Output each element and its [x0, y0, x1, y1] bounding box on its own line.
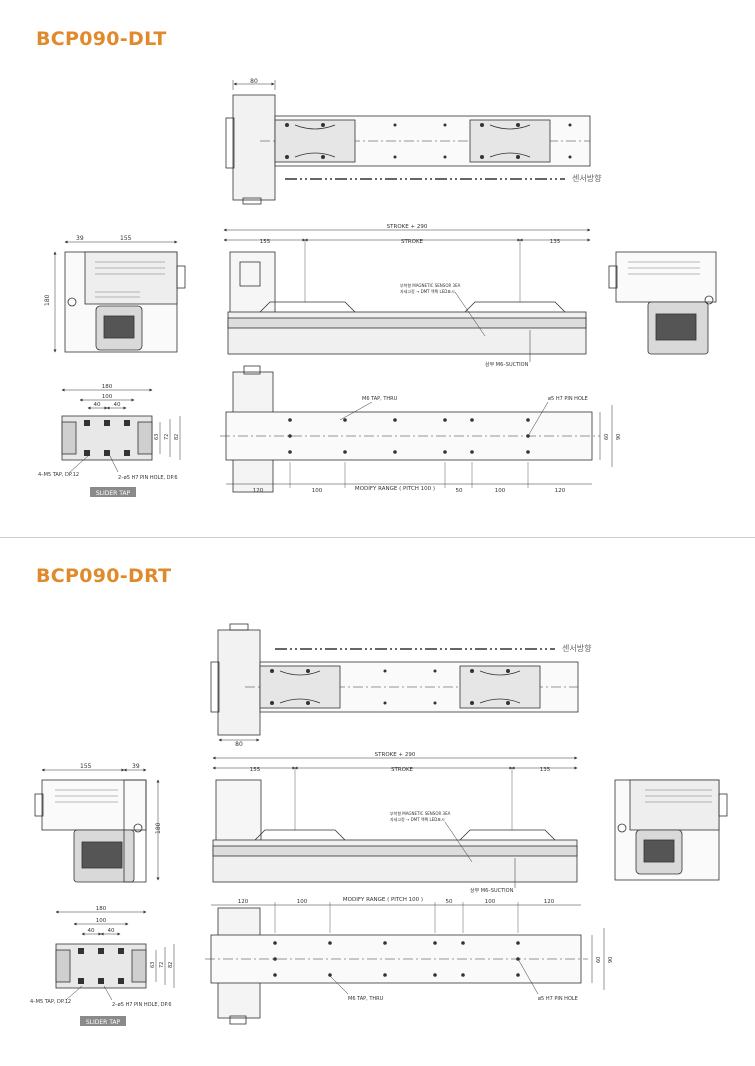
drt-side-view-left: [34, 768, 160, 883]
drt-base-view: [205, 902, 605, 1025]
drt-slider-dim-h3: 82: [168, 962, 174, 968]
dlt-base-holes: [288, 418, 530, 454]
dlt-note-sensor-2: 자세고정 → DMT 맥팩 LED표시: [400, 288, 455, 294]
dlt-base-dim-h2: 90: [616, 434, 622, 440]
drt-dim-stroke: STROKE: [391, 767, 414, 773]
dlt-side-right-vent-lines: [628, 261, 700, 275]
drt-note-sensor-2: 자세고정 → DMT 맥팩 LED표시: [390, 816, 445, 822]
dlt-top-view: [225, 80, 591, 205]
dlt-slider-badge-bg: [90, 487, 136, 497]
section-divider: [0, 537, 755, 538]
dlt-side-dim-a: 39: [76, 235, 84, 242]
dlt-base-dim-2: MODIFY RANGE ( PITCH 100 ): [355, 486, 435, 492]
drt-base-dim-5: 120: [544, 899, 555, 905]
drt-slider-dim-a: 40: [88, 928, 95, 934]
dlt-base-dim-4: 100: [495, 488, 506, 494]
drt-base-dim-1: 100: [297, 899, 308, 905]
drt-slider-badge: SLIDER TAP: [86, 1019, 121, 1026]
section-title-drt: BCP090-DRT: [36, 565, 172, 587]
drt-slider-holes: [78, 948, 124, 984]
dlt-base-dim-5: 120: [555, 488, 566, 494]
dlt-base-dim-0: 120: [253, 488, 264, 494]
drt-front-view: [212, 756, 578, 888]
dlt-slider-dim-mid: 100: [102, 394, 113, 400]
dlt-note-sensor-1: 부착형 MAGNETIC SENSOR 3EA: [400, 282, 461, 288]
dlt-dim-stroke: STROKE: [401, 239, 424, 245]
drt-base-note-tap: M6 TAP, THRU: [348, 996, 384, 1002]
drt-base-note-pin: ø5 H7 PIN HOLE: [538, 996, 578, 1002]
drt-slider-badge-bg: [80, 1016, 126, 1026]
dlt-sensor-direction-label: 센서방향: [572, 173, 602, 183]
drt-top-hole-marks: [270, 669, 510, 705]
drt-slider-dim-b: 40: [108, 928, 115, 934]
dlt-side-dim-height: 180: [44, 294, 51, 306]
drt-slider-dim-mid: 100: [96, 918, 107, 924]
dlt-top-hole-marks: [285, 123, 572, 159]
drt-slider-dim-h1: 63: [150, 962, 156, 968]
drt-slider-dim-h2: 72: [159, 962, 165, 968]
dlt-slider-note-pin: 2–ø5 H7 PIN HOLE, DP.6: [118, 475, 178, 481]
dlt-side-vent-lines: [95, 261, 165, 298]
dlt-top-dim-width: 80: [250, 78, 258, 85]
drt-base-dim-2: MODIFY RANGE ( PITCH 100 ): [343, 897, 423, 903]
drt-note-sensor-1: 부착형 MAGNETIC SENSOR 3EA: [390, 810, 451, 816]
drt-side-dim-height: 180: [155, 822, 162, 834]
drt-dim-left: 155: [250, 767, 261, 773]
drt-slider-note-pin: 2–ø5 H7 PIN HOLE, DP.6: [112, 1002, 172, 1008]
dlt-slider-badge: SLIDER TAP: [96, 490, 131, 497]
drt-base-dim-4: 100: [485, 899, 496, 905]
dlt-slider-dim-b: 40: [114, 402, 121, 408]
drt-top-dim-width: 80: [235, 741, 243, 748]
section-title-dlt: BCP090-DLT: [36, 28, 167, 50]
drt-side-vent-lines: [55, 789, 118, 803]
dlt-base-view: [220, 365, 613, 493]
dlt-side-view-left: [53, 240, 186, 353]
drt-note-suction: 상부 M6–SUCTION: [470, 887, 514, 894]
drt-base-dim-h1: 60: [596, 957, 602, 963]
dlt-base-dim-3: 50: [456, 488, 463, 494]
drt-slider-dim-overall: 180: [96, 906, 107, 912]
drt-dim-total: STROKE + 290: [375, 752, 416, 758]
dlt-slider-dim-h1: 63: [154, 434, 160, 440]
drt-slider-view: [55, 910, 175, 1001]
dlt-slider-dim-a: 40: [94, 402, 101, 408]
dlt-base-note-tap: M6 TAP, THRU: [362, 396, 398, 402]
drt-slider-note-tap: 4–M5 TAP, DP.12: [30, 999, 71, 1005]
drt-base-holes: [273, 941, 520, 977]
dlt-dim-right: 135: [550, 239, 561, 245]
drt-side-dim-a: 155: [80, 763, 92, 770]
drt-base-dim-0: 120: [238, 899, 249, 905]
dlt-slider-dim-overall: 180: [102, 384, 113, 390]
drt-top-view: [210, 623, 579, 742]
dlt-side-view-right: [608, 251, 717, 355]
dlt-slider-view: [61, 388, 181, 473]
dlt-slider-dim-h2: 72: [164, 434, 170, 440]
drt-base-dim-3: 50: [446, 899, 453, 905]
dlt-slider-holes: [84, 420, 130, 456]
dlt-side-dim-b: 155: [120, 235, 132, 242]
dlt-slider-dim-h3: 82: [174, 434, 180, 440]
drt-side-dim-b: 39: [132, 763, 140, 770]
drt-base-dim-h2: 90: [608, 957, 614, 963]
dlt-note-suction: 상부 M6–SUCTION: [485, 361, 529, 368]
drt-side-view-right: [614, 779, 728, 881]
dlt-front-view: [223, 228, 591, 362]
dlt-dim-total: STROKE + 290: [387, 224, 428, 230]
dlt-base-dim-h1: 60: [604, 434, 610, 440]
dlt-base-dim-1: 100: [312, 488, 323, 494]
dlt-base-note-pin: ø5 H7 PIN HOLE: [548, 396, 588, 402]
drt-dim-right: 135: [540, 767, 551, 773]
dlt-slider-note-tap: 4–M5 TAP, DP.12: [38, 472, 79, 478]
dlt-dim-left: 155: [260, 239, 271, 245]
drt-sensor-direction-label: 센서방향: [562, 643, 592, 653]
drt-side-right-vent-lines: [645, 789, 712, 803]
